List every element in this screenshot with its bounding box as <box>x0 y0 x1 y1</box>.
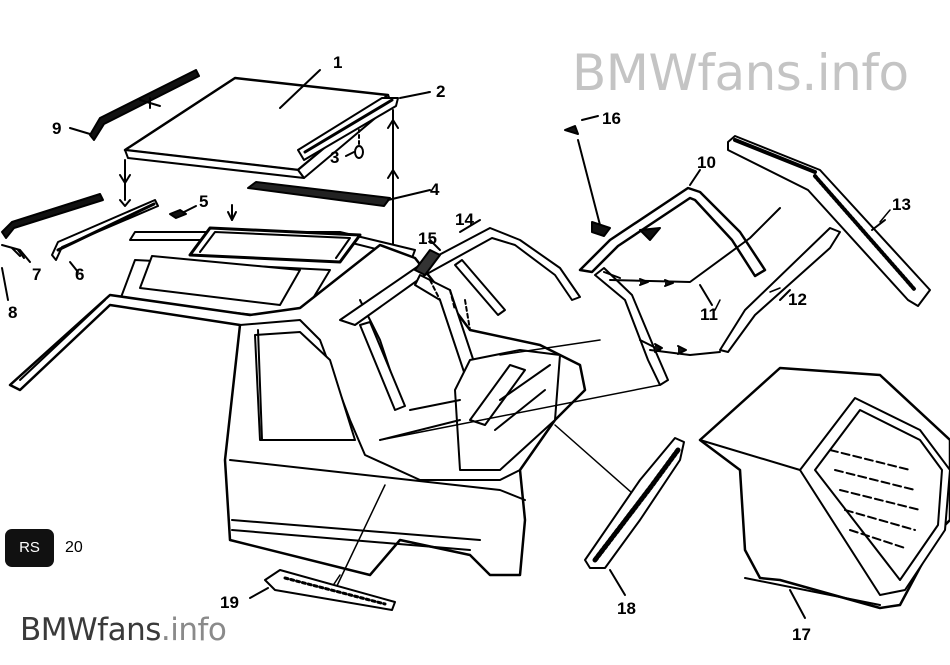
callout-1: 1 <box>333 53 342 72</box>
callout-5: 5 <box>199 192 208 211</box>
part-trunk-panel <box>379 349 561 471</box>
part-rear-frame <box>339 219 581 411</box>
callout-8: 8 <box>8 303 17 322</box>
part-hardtop <box>698 366 950 619</box>
callout-11: 11 <box>700 305 718 324</box>
callout-4: 4 <box>430 180 440 199</box>
callout-12: 12 <box>788 290 807 309</box>
callout-7: 7 <box>32 265 41 284</box>
callout-16: 16 <box>602 109 621 128</box>
watermark-bottom: BMWfans.info <box>20 612 227 648</box>
part-roof-trim-right <box>297 91 431 161</box>
rs-badge: RS <box>5 529 54 567</box>
callout-labels: 1 2 3 4 5 6 7 8 9 10 11 12 13 14 15 16 1… <box>8 53 911 644</box>
part-rear-window-frame <box>578 169 767 386</box>
part-front-roof-trim <box>51 199 159 273</box>
part-sill-strip <box>249 569 396 611</box>
callout-13: 13 <box>892 195 911 214</box>
callout-18: 18 <box>617 599 636 618</box>
part-clip <box>345 129 364 159</box>
part-small-clip <box>169 205 197 219</box>
part-a-pillar-trim <box>1 193 104 301</box>
callout-9: 9 <box>52 119 61 138</box>
part-rail-strip <box>727 135 931 307</box>
callout-6: 6 <box>75 265 84 284</box>
rs-number: 20 <box>65 539 83 556</box>
part-spoiler <box>584 437 685 596</box>
leader-lines <box>329 339 661 591</box>
callout-14: 14 <box>455 210 474 229</box>
callout-2: 2 <box>436 82 445 101</box>
part-roof-trim-left <box>69 69 200 141</box>
part-cable <box>609 207 781 306</box>
part-side-frame <box>649 227 841 356</box>
assembly-arrows <box>119 109 399 246</box>
callout-15: 15 <box>418 229 437 248</box>
leader-ticks <box>427 91 891 311</box>
callout-3: 3 <box>330 148 339 167</box>
part-bracket <box>564 115 611 237</box>
part-header-rail <box>247 181 431 207</box>
callout-17: 17 <box>792 625 811 644</box>
callout-19: 19 <box>220 593 239 612</box>
part-body-side <box>8 243 587 577</box>
watermark-top: BMWfans.info <box>572 44 909 102</box>
callout-10: 10 <box>697 153 716 172</box>
